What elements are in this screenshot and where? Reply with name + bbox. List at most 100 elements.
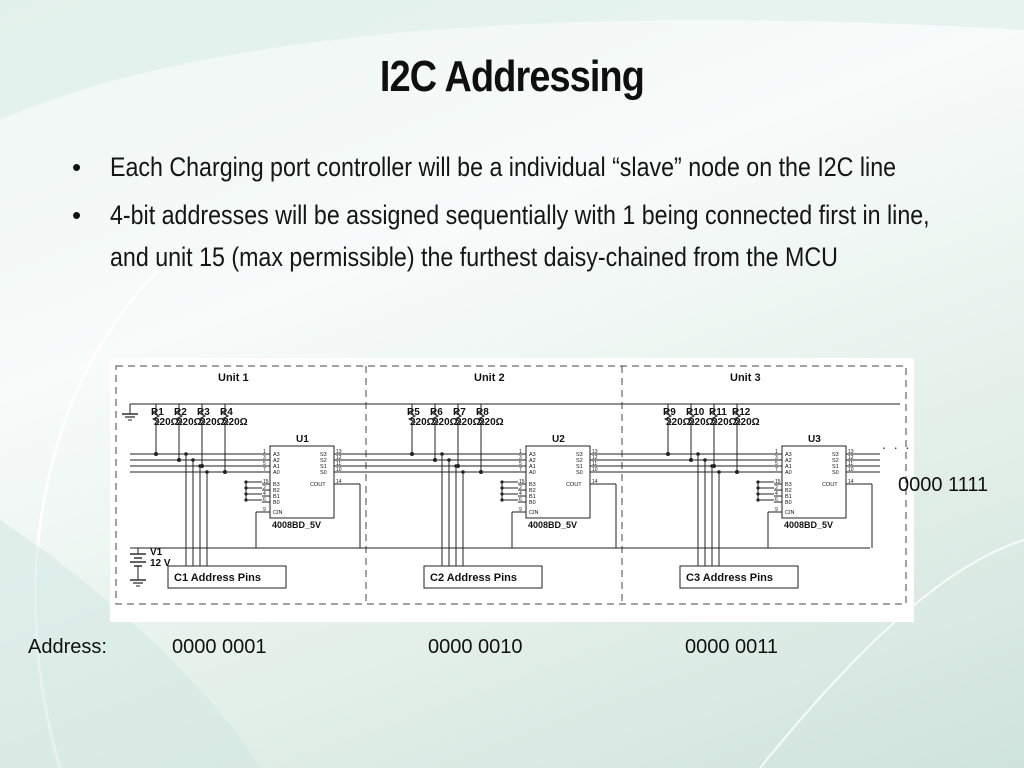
ic-pin-name: A3: [785, 452, 792, 458]
ic-pin-number: 10: [848, 467, 854, 473]
resistor-icon: [709, 409, 719, 426]
resistor-icon: [686, 409, 696, 426]
ic-pin-number: 13: [848, 449, 854, 455]
resistor-value: 220Ω: [666, 417, 691, 428]
ic-pin-number: 4: [519, 491, 522, 497]
ic-pin-number: 3: [263, 455, 266, 461]
ic-label: U2: [552, 434, 565, 445]
ic-pin-name: B3: [529, 482, 536, 488]
ic-pin-number: 7: [775, 467, 778, 473]
resistor-label: R4: [220, 407, 233, 418]
ic-pin-number: 3: [775, 455, 778, 461]
junction-dot: [198, 464, 202, 468]
junction-dot: [689, 458, 693, 462]
junction-dot: [154, 452, 158, 456]
bullet-list: • Each Charging port controller will be …: [72, 146, 972, 284]
ic-pin-number: 15: [775, 479, 781, 485]
unit-label: Unit 3: [730, 372, 761, 384]
address-pins-label: C1 Address Pins: [174, 572, 261, 584]
ic-pin-name: B1: [785, 494, 792, 500]
ic-pin-name: B3: [273, 482, 280, 488]
address-pins-box: [423, 565, 543, 589]
junction-dot: [191, 458, 195, 462]
resistor-icon: [732, 409, 742, 426]
source-voltage: 12 V: [150, 558, 171, 569]
resistor-value: 220Ω: [735, 417, 760, 428]
ic-pin-number: 6: [263, 497, 266, 503]
ic-pin-name: A2: [273, 458, 280, 464]
ic-pin-number: 15: [263, 479, 269, 485]
slide-title: I2C Addressing: [379, 52, 645, 101]
ic-pin-number: 5: [775, 461, 778, 467]
junction-dot: [205, 470, 209, 474]
ic-pin-number: 1: [263, 449, 266, 455]
junction-dot: [479, 470, 483, 474]
circuit-schematic: Unit 1R1220ΩR2220ΩR3220ΩR4220ΩU14008BD_5…: [115, 365, 907, 605]
ic-pin-name: A2: [785, 458, 792, 464]
ic-pin-name: S3: [832, 452, 839, 458]
ic-pin-number: 1: [519, 449, 522, 455]
address-value-unit2: 0000 0010: [428, 636, 523, 658]
ic-pin-number: 4: [263, 491, 266, 497]
ic-pin-name: A1: [785, 464, 792, 470]
resistor-value: 220Ω: [712, 417, 737, 428]
junction-dot: [710, 464, 714, 468]
continuation-ellipsis: . . .: [882, 436, 912, 452]
ic-part-number: 4008BD_5V: [784, 520, 833, 530]
ic-pin-name: COUT: [566, 482, 582, 488]
resistor-value: 220Ω: [433, 417, 458, 428]
ic-pin-name: S1: [576, 464, 583, 470]
ic-pin-number: 2: [775, 485, 778, 491]
resistor-label: R5: [407, 407, 420, 418]
junction-dot: [735, 470, 739, 474]
ic-pin-name: CIN: [785, 510, 795, 516]
ic-pin-number: 1: [775, 449, 778, 455]
resistor-label: R7: [453, 407, 466, 418]
bullet-item: • 4-bit addresses will be assigned seque…: [72, 194, 972, 278]
ic-pin-number: 6: [519, 497, 522, 503]
ic-pin-number: 7: [263, 467, 266, 473]
resistor-label: R10: [686, 407, 705, 418]
ic-pin-number: 5: [263, 461, 266, 467]
resistor-icon: [151, 409, 161, 426]
resistor-icon: [174, 409, 184, 426]
ic-pin-number: 9: [263, 507, 266, 513]
ic-pin-name: B1: [529, 494, 536, 500]
ic-pin-name: B0: [785, 500, 792, 506]
ic-pin-name: S3: [320, 452, 327, 458]
address-pins-box: [167, 565, 287, 589]
ic-pin-name: A1: [273, 464, 280, 470]
ic-pin-name: S1: [832, 464, 839, 470]
ic-pin-name: S3: [576, 452, 583, 458]
address-value-unit3: 0000 0011: [685, 636, 779, 658]
resistor-label: R11: [709, 407, 727, 418]
ic-pin-name: A0: [273, 470, 280, 476]
resistor-value: 220Ω: [177, 417, 202, 428]
ic-pin-name: B2: [529, 488, 536, 494]
junction-dot: [703, 458, 707, 462]
junction-dot: [454, 464, 458, 468]
ic-pin-number: 3: [519, 455, 522, 461]
ic-pin-name: CIN: [529, 510, 539, 516]
ic-pin-number: 15: [519, 479, 525, 485]
source-name: V1: [150, 547, 163, 558]
ic-part-number: 4008BD_5V: [528, 520, 577, 530]
address-label: Address:: [28, 636, 107, 658]
ic-pin-number: 2: [519, 485, 522, 491]
junction-dot: [433, 458, 437, 462]
unit-label: Unit 1: [218, 372, 249, 384]
ic-pin-name: S2: [832, 458, 839, 464]
address-pins-label: C2 Address Pins: [430, 572, 517, 584]
ic-pin-number: 11: [592, 461, 597, 467]
ic-label: U3: [808, 434, 821, 445]
resistor-value: 220Ω: [154, 417, 179, 428]
ic-label: U1: [296, 434, 309, 445]
ic-pin-name: B2: [273, 488, 280, 494]
unit-15-address: 0000 1111: [898, 474, 989, 496]
bullet-marker: •: [72, 200, 82, 230]
resistor-label: R1: [151, 407, 164, 418]
junction-dot: [223, 470, 227, 474]
ic-pin-name: B0: [529, 500, 536, 506]
ic-pin-number: 9: [775, 507, 778, 513]
junction-dot: [447, 458, 451, 462]
